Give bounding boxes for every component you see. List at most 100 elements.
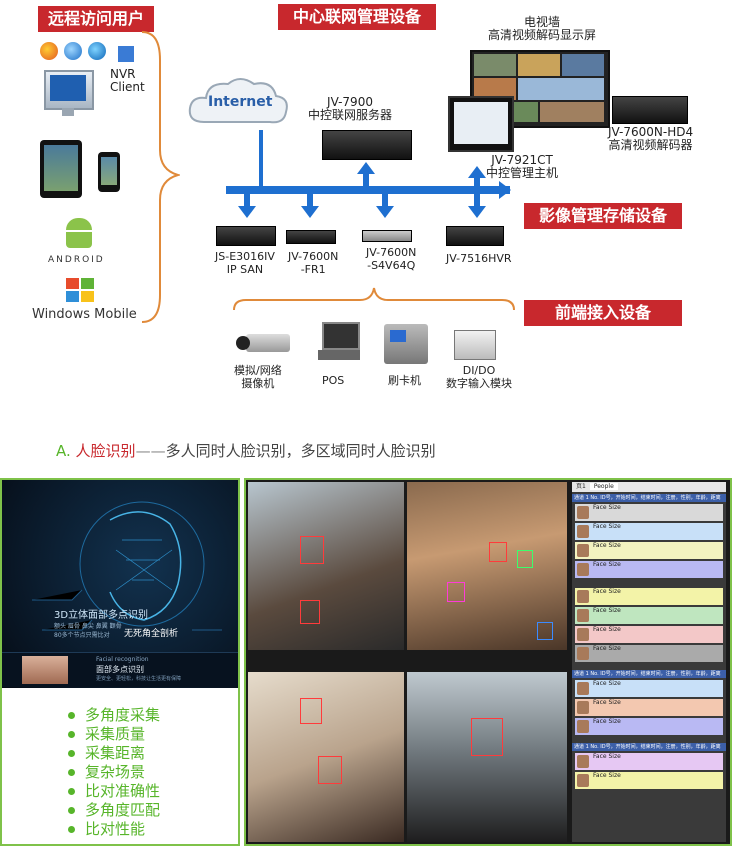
jv7921-arrow-up-icon [468, 166, 486, 178]
storage-2-link [307, 194, 313, 208]
poster-line2b: 80多个节点只需比对 [54, 632, 110, 639]
face-box [300, 600, 320, 624]
face-mesh-graphic [32, 501, 222, 631]
storage-2-caption: JV-7600N -FR1 [288, 250, 339, 276]
storage-2-device-icon [286, 230, 336, 244]
storage-2-arrow-icon [301, 206, 319, 218]
android-icon [62, 218, 96, 248]
section-dash: —— [135, 442, 166, 460]
avatar [577, 563, 589, 576]
feature-item: 多角度采集 [68, 706, 160, 725]
video-feed-3[interactable] [248, 672, 404, 842]
jv7921-uplink [474, 176, 480, 188]
internet-cloud-icon [188, 78, 288, 124]
list-item[interactable]: Face Size [575, 680, 723, 697]
face-thumbnail-icon [22, 656, 68, 684]
firefox-icon [40, 42, 58, 60]
list-item[interactable]: Face Size [575, 699, 723, 716]
avatar [577, 682, 589, 695]
sidebar-header: 通道 1 No. ID号，开始时间，结束时间，注册，性别，年龄，距离 [572, 670, 726, 678]
jv7600nhd4-decoder-icon [612, 96, 688, 124]
feature-list: 多角度采集 采集质量 采集距离 复杂场景 比对准确性 多角度匹配 比对性能 [68, 706, 160, 839]
frontend-devices-label: 前端接入设备 [524, 300, 682, 326]
list-item[interactable]: Face Size [575, 753, 723, 770]
jv7900-server-icon [322, 130, 412, 160]
pos-caption: POS [322, 374, 345, 387]
storage-3-device-icon [362, 230, 412, 242]
sidebar-tab-1[interactable]: 页1 [576, 483, 586, 490]
dido-module-icon [454, 330, 496, 360]
bullet-icon [68, 731, 75, 738]
pos-terminal-icon [318, 322, 360, 362]
section-description: 多人同时人脸识别，多区域同时人脸识别 [165, 442, 436, 460]
poster-image: 3D立体面部多点识别 额头 眉骨 鼻尖 鼻翼 颧骨 80多个节点只需比对 无死角… [2, 480, 238, 688]
remote-users-bracket [141, 31, 180, 323]
section-prefix: A. [56, 442, 76, 460]
safari-icon [64, 42, 82, 60]
storage-1-device-icon [216, 226, 276, 246]
poster-band: Facial recognition 面部多点识别 更安全、更轻松，科技让生活更… [2, 652, 238, 687]
bullet-icon [68, 826, 75, 833]
list-item[interactable]: Face Size [575, 645, 723, 662]
sidebar-tab-people[interactable]: People [589, 483, 618, 490]
list-item[interactable]: Face Size [575, 504, 723, 521]
list-item[interactable]: Face Size [575, 523, 723, 540]
avatar [577, 774, 589, 787]
face-box [447, 582, 465, 602]
windows-logo-icon [66, 278, 96, 304]
video-feed-1[interactable] [248, 482, 404, 650]
nvr-client-icon [118, 46, 134, 62]
feature-item: 多角度匹配 [68, 801, 160, 820]
storage-1-caption: JS-E3016IV IP SAN [215, 250, 275, 276]
storage-1-arrow-icon [238, 206, 256, 218]
bullet-icon [68, 769, 75, 776]
list-item[interactable]: Face Size [575, 718, 723, 735]
band-chinese: 面部多点识别 [96, 665, 144, 674]
list-item[interactable]: Face Size [575, 772, 723, 789]
list-item[interactable]: Face Size [575, 607, 723, 624]
internet-link-line [259, 130, 263, 190]
avatar [577, 609, 589, 622]
tv-wall-caption: 电视墙 高清视频解码显示屏 [488, 15, 597, 42]
desktop-computer-icon [44, 70, 100, 120]
avatar [577, 506, 589, 519]
list-item[interactable]: Face Size [575, 542, 723, 559]
camera-icon [236, 330, 294, 358]
storage-3-caption: JV-7600N -S4V64Q [366, 246, 417, 272]
avatar [577, 628, 589, 641]
face-box [300, 698, 322, 724]
feature-item: 比对准确性 [68, 782, 160, 801]
avatar [577, 544, 589, 557]
storage-4-link [474, 194, 480, 208]
remote-users-label: 远程访问用户 [38, 6, 155, 32]
storage-3-link [382, 194, 388, 208]
section-heading: A. 人脸识别——多人同时人脸识别，多区域同时人脸识别 [56, 440, 436, 461]
poster-line1: 3D立体面部多点识别 [54, 610, 149, 621]
tablet-icon [40, 140, 82, 198]
center-devices-label: 中心联网管理设备 [278, 4, 436, 30]
list-item[interactable]: Face Size [575, 626, 723, 643]
avatar [577, 647, 589, 660]
video-feed-4[interactable] [407, 672, 567, 842]
list-item[interactable]: Face Size [575, 588, 723, 605]
android-caption: ANDROID [48, 255, 105, 265]
tv-wall-display-icon [470, 50, 610, 128]
video-feed-2[interactable] [407, 482, 567, 650]
bus-arrow-right-icon [499, 181, 511, 199]
dido-caption: DI/DO 数字输入模块 [446, 364, 512, 390]
feature-item: 采集距离 [68, 744, 160, 763]
list-item[interactable]: Face Size [575, 561, 723, 578]
nvr-client-caption: NVR Client [110, 67, 145, 94]
ie-icon [88, 42, 106, 60]
bullet-icon [68, 712, 75, 719]
poster-line2c: 无死角全剖析 [124, 629, 179, 639]
windows-mobile-caption: Windows Mobile [32, 307, 137, 322]
face-box [537, 622, 553, 640]
face-box [318, 756, 342, 784]
jv7900-uplink [363, 172, 369, 188]
face-box [471, 718, 503, 756]
bullet-icon [68, 750, 75, 757]
